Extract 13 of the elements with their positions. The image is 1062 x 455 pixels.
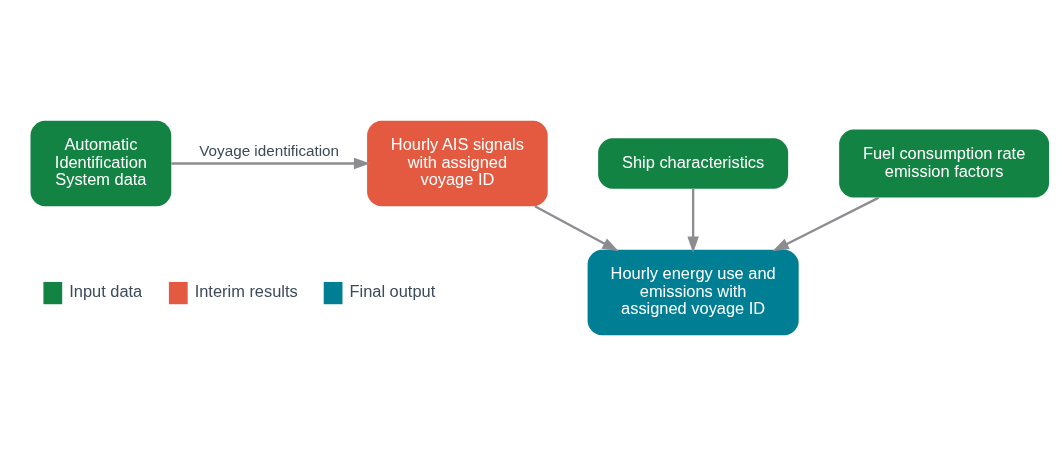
edge-label: Voyage identification bbox=[199, 141, 340, 159]
node-box: Automatic Identification System data bbox=[30, 120, 172, 206]
legend-label: Input data bbox=[69, 281, 143, 300]
arrow bbox=[171, 157, 371, 169]
node-box: Ship characteristics bbox=[598, 137, 789, 189]
node-box: Fuel consumption rate emission factors bbox=[839, 129, 1050, 197]
legend-label: Final output bbox=[349, 281, 436, 300]
arrow bbox=[772, 196, 880, 251]
node-box: Hourly AIS signals with assigned voyage ID bbox=[367, 120, 548, 206]
arrow bbox=[534, 204, 619, 251]
arrow bbox=[687, 188, 699, 253]
legend-label: Interim results bbox=[194, 281, 298, 300]
node-box: Hourly energy use and emissions with assigned voyage ID bbox=[587, 249, 799, 335]
